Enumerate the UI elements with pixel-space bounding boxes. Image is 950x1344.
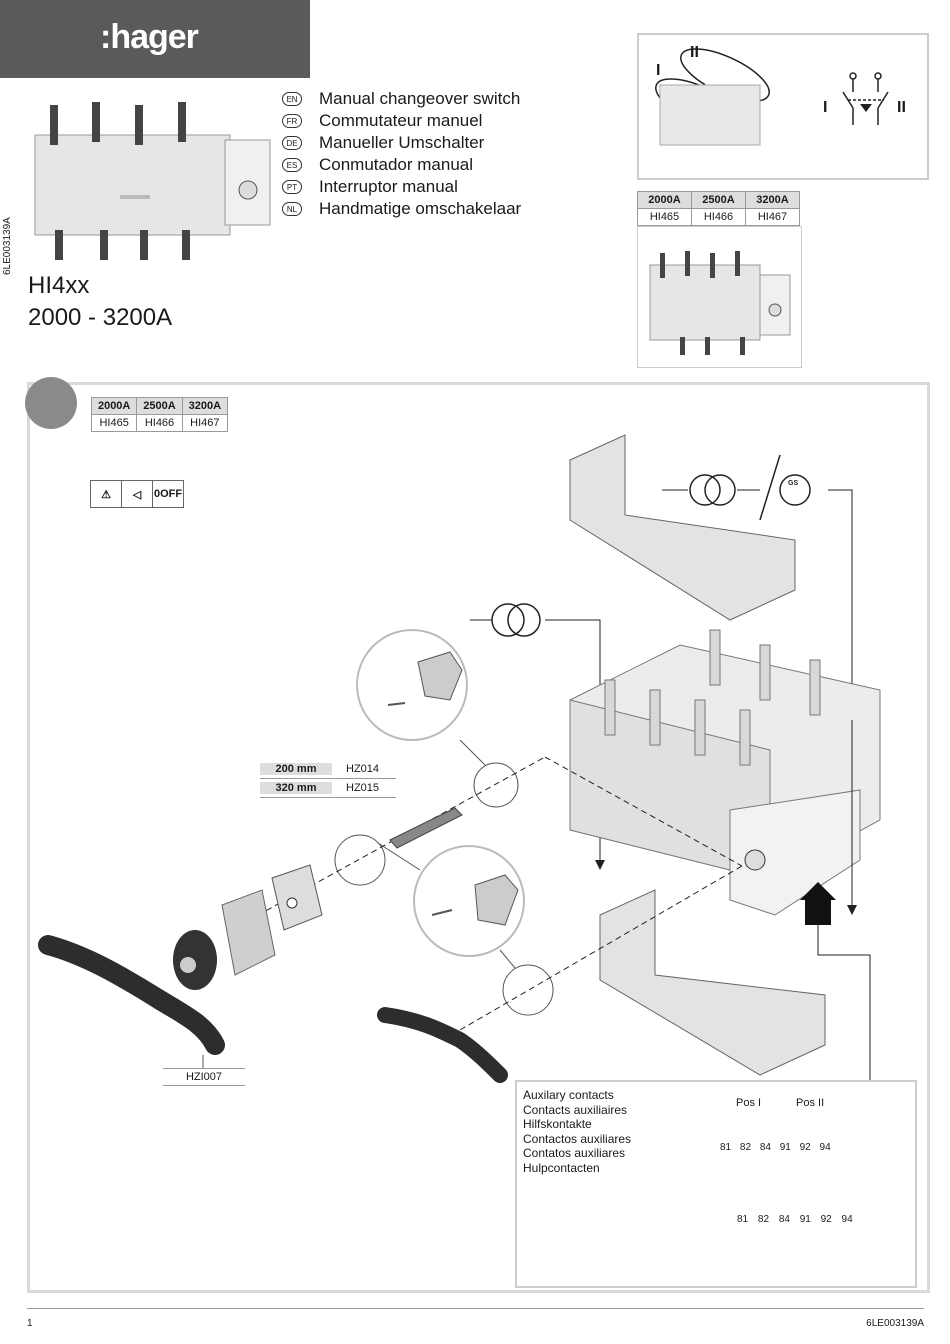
- pos-label-1: I: [656, 62, 661, 79]
- generator-label: GS: [788, 480, 799, 487]
- handle-ref: HZI007: [163, 1068, 245, 1086]
- footer-divider: [27, 1308, 924, 1309]
- pos2-label: Pos II: [796, 1097, 825, 1109]
- speaker-icon: ◁: [122, 481, 153, 507]
- symbol-pos-1: I: [823, 99, 828, 116]
- position-diagram: [655, 48, 889, 146]
- main-illustration-panel: [27, 382, 930, 1293]
- pos1-label: Pos I: [736, 1097, 762, 1109]
- warning-triangle-icon: ⚠: [91, 481, 122, 507]
- model-name: HI4xx: [28, 272, 90, 299]
- brand-banner: :hager: [0, 0, 310, 78]
- exploded-view: [38, 434, 881, 1083]
- current-range: 2000 - 3200A: [28, 304, 173, 331]
- page-number: 1: [27, 1318, 33, 1329]
- product-small-box: [637, 226, 802, 368]
- hager-logo: :hager: [100, 18, 199, 56]
- symbol-pos-2: II: [897, 99, 906, 116]
- product-small: [649, 251, 791, 355]
- position-diagram-box: [637, 33, 929, 180]
- footer-doc-id: 6LE003139A: [866, 1318, 924, 1329]
- wall-mount-icon: [25, 377, 77, 429]
- terminal-numbers-block: 81 82 84 91 92 94: [737, 1214, 853, 1225]
- pos-label-2: II: [690, 44, 699, 61]
- product-photo: [34, 102, 271, 260]
- terminal-numbers-schematic: 81 82 84 91 92 94: [720, 1142, 831, 1153]
- aux-contacts-box: [515, 1080, 917, 1288]
